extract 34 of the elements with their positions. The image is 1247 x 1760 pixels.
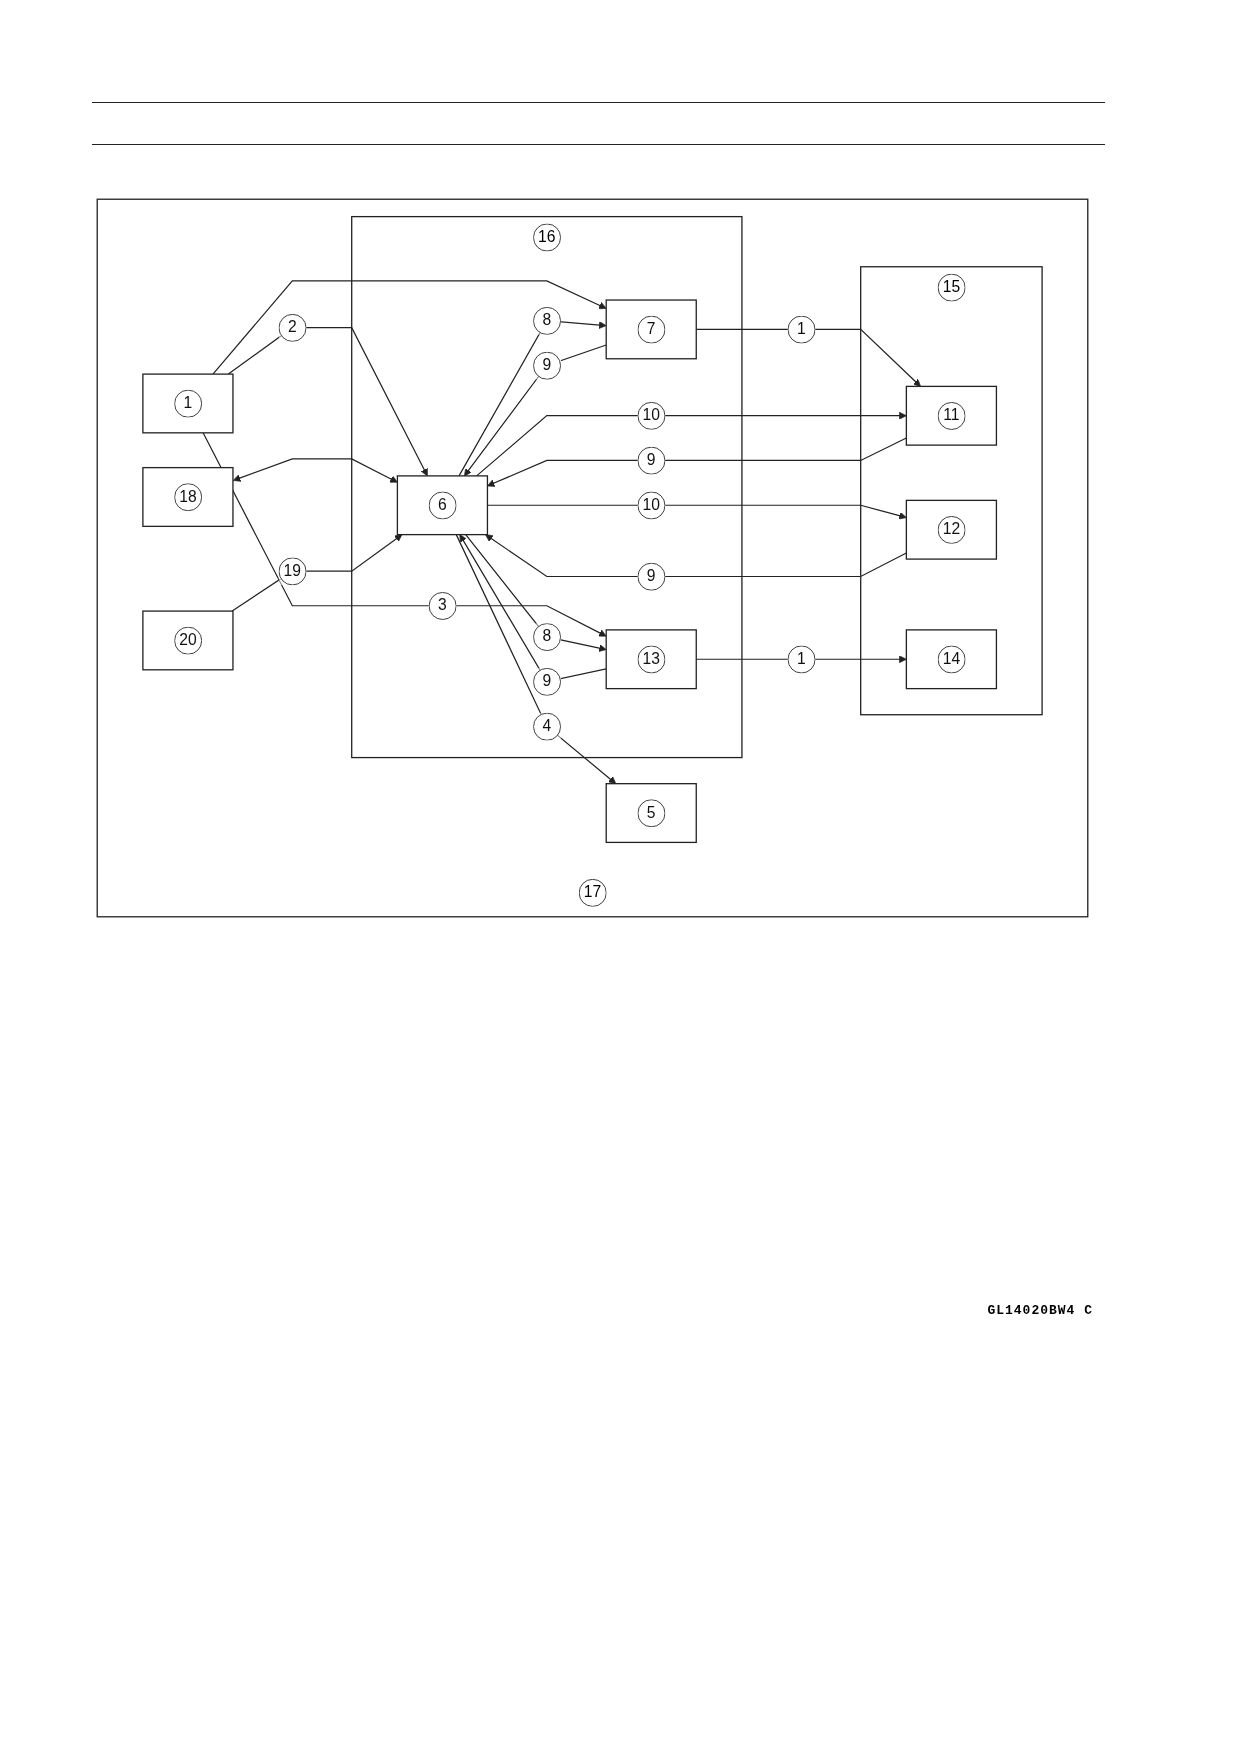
node-box: 18 xyxy=(142,466,234,527)
arrow xyxy=(232,458,398,483)
node-box: 6 xyxy=(396,475,489,536)
arrow xyxy=(227,327,428,477)
edge-label: 9 xyxy=(646,451,656,469)
node-box: 14 xyxy=(905,629,998,690)
arrow xyxy=(476,411,907,477)
edge-label: 9 xyxy=(646,567,656,585)
arrow xyxy=(487,437,907,487)
arrow xyxy=(485,534,907,578)
node-box: 11 xyxy=(905,385,998,446)
node-box: 13 xyxy=(605,629,697,690)
edge-label: 8 xyxy=(542,627,552,645)
node-box: 1 xyxy=(142,373,234,434)
edge-label: 10 xyxy=(642,495,660,514)
arrow xyxy=(231,534,403,612)
edge-label: 9 xyxy=(542,672,552,690)
edge-label: 8 xyxy=(542,311,552,329)
edge-label: 19 xyxy=(283,561,302,580)
edge-label: 1 xyxy=(796,649,806,668)
edge-label: 9 xyxy=(542,356,552,374)
arrow xyxy=(455,534,617,785)
edge-label: 10 xyxy=(642,406,660,424)
node-box: 7 xyxy=(605,299,697,360)
edge-label: 3 xyxy=(438,596,447,614)
edge-label: 2 xyxy=(287,318,297,336)
arrow xyxy=(202,432,607,637)
arrow xyxy=(458,320,607,477)
node-box: 20 xyxy=(142,610,234,671)
edge-label: 1 xyxy=(796,320,806,338)
node-box: 5 xyxy=(605,783,697,844)
figure-code: GL14020BW4 C xyxy=(987,1303,1093,1318)
node-box: 12 xyxy=(905,499,998,560)
edge-label: 4 xyxy=(542,717,552,735)
